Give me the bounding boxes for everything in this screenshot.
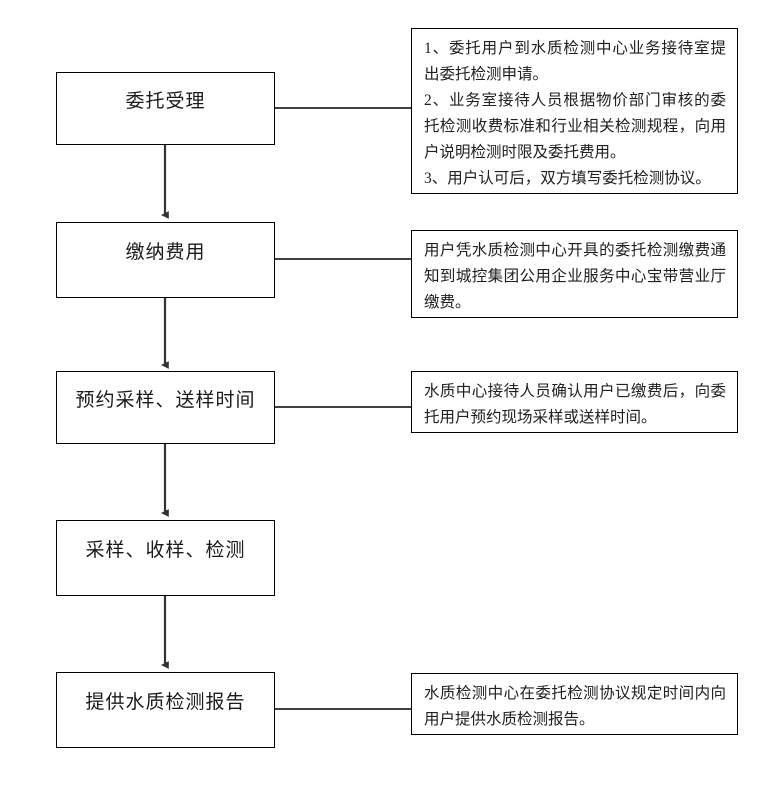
process-box-step-3[interactable]: 预约采样、送样时间 <box>56 371 275 444</box>
process-label-step-4: 采样、收样、检测 <box>85 540 246 562</box>
note-text-step-1: 1、委托用户到水质检测中心业务接待室提出委托检测申请。 2、业务室接待人员根据物… <box>424 40 726 187</box>
process-label-step-3: 预约采样、送样时间 <box>75 389 256 411</box>
process-box-step-1[interactable]: 委托受理 <box>56 72 275 145</box>
process-label-step-5: 提供水质检测报告 <box>85 692 246 714</box>
note-box-step-3[interactable]: 水质中心接待人员确认用户已缴费后，向委托用户预约现场采样或送样时间。 <box>411 371 738 433</box>
process-label-step-1: 委托受理 <box>125 90 206 112</box>
note-text-step-2: 用户凭水质检测中心开具的委托检测缴费通知到城控集团公用企业服务中心宝带营业厅缴费… <box>424 242 726 311</box>
note-box-step-5[interactable]: 水质检测中心在委托检测协议规定时间内向用户提供水质检测报告。 <box>411 673 738 735</box>
process-box-step-5[interactable]: 提供水质检测报告 <box>56 672 275 748</box>
note-text-step-3: 水质中心接待人员确认用户已缴费后，向委托用户预约现场采样或送样时间。 <box>424 383 726 426</box>
process-label-step-2: 缴纳费用 <box>125 242 206 264</box>
note-box-step-1[interactable]: 1、委托用户到水质检测中心业务接待室提出委托检测申请。 2、业务室接待人员根据物… <box>411 28 738 194</box>
process-box-step-4[interactable]: 采样、收样、检测 <box>56 520 275 596</box>
note-text-step-5: 水质检测中心在委托检测协议规定时间内向用户提供水质检测报告。 <box>424 685 726 728</box>
note-box-step-2[interactable]: 用户凭水质检测中心开具的委托检测缴费通知到城控集团公用企业服务中心宝带营业厅缴费… <box>411 230 738 318</box>
process-box-step-2[interactable]: 缴纳费用 <box>56 222 275 298</box>
